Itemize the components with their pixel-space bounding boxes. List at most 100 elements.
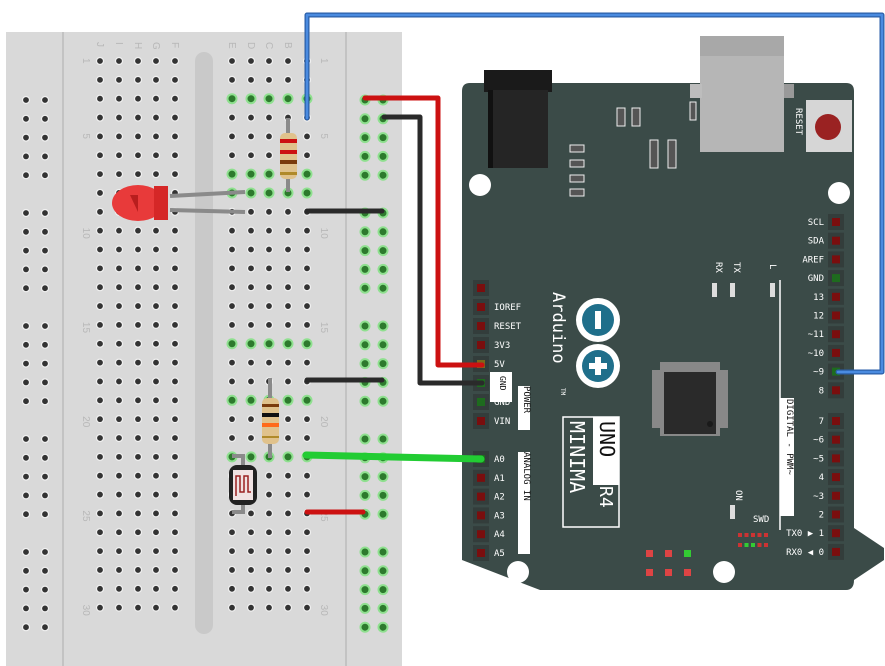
breadboard-hole[interactable] xyxy=(246,528,256,537)
led-resistor[interactable] xyxy=(280,118,297,192)
breadboard-hole[interactable] xyxy=(170,170,180,179)
breadboard-hole[interactable] xyxy=(283,56,293,66)
breadboard-hole[interactable] xyxy=(246,75,256,84)
pin-socket[interactable] xyxy=(477,398,485,406)
breadboard-hole[interactable] xyxy=(114,415,124,424)
breadboard-hole[interactable] xyxy=(359,113,371,125)
breadboard-hole[interactable] xyxy=(263,168,275,180)
breadboard-hole[interactable] xyxy=(359,132,371,144)
breadboard-hole[interactable] xyxy=(133,56,143,66)
breadboard-hole[interactable] xyxy=(246,584,256,593)
breadboard-hole[interactable] xyxy=(377,565,389,577)
breadboard-hole[interactable] xyxy=(21,340,31,349)
breadboard-hole[interactable] xyxy=(302,245,312,254)
breadboard-hole[interactable] xyxy=(283,283,293,292)
breadboard-hole[interactable] xyxy=(226,168,238,180)
led[interactable] xyxy=(112,185,246,221)
breadboard-hole[interactable] xyxy=(95,452,105,461)
breadboard-hole[interactable] xyxy=(114,490,124,499)
breadboard-hole[interactable] xyxy=(133,339,143,348)
breadboard-hole[interactable] xyxy=(95,565,105,575)
breadboard-hole[interactable] xyxy=(170,471,180,480)
breadboard-hole[interactable] xyxy=(283,603,293,612)
breadboard-hole[interactable] xyxy=(40,547,50,557)
breadboard-hole[interactable] xyxy=(227,433,237,443)
breadboard-hole[interactable] xyxy=(95,151,105,160)
breadboard-hole[interactable] xyxy=(114,471,124,480)
breadboard-hole[interactable] xyxy=(264,320,274,329)
pin-socket[interactable] xyxy=(832,547,840,556)
breadboard-hole[interactable] xyxy=(359,339,371,351)
pin-socket[interactable] xyxy=(832,529,840,538)
breadboard-hole[interactable] xyxy=(40,604,50,613)
breadboard-hole[interactable] xyxy=(302,565,312,575)
breadboard-hole[interactable] xyxy=(359,433,371,445)
breadboard-hole[interactable] xyxy=(114,75,124,84)
breadboard-hole[interactable] xyxy=(151,509,161,518)
breadboard-hole[interactable] xyxy=(359,489,371,501)
breadboard-hole[interactable] xyxy=(170,358,180,367)
ldr-resistor[interactable] xyxy=(262,378,279,458)
breadboard-hole[interactable] xyxy=(302,546,312,556)
pin-socket[interactable] xyxy=(832,255,840,264)
breadboard-hole[interactable] xyxy=(151,546,161,556)
breadboard-hole[interactable] xyxy=(264,207,274,216)
breadboard-hole[interactable] xyxy=(264,490,274,499)
pin-socket[interactable] xyxy=(832,292,840,301)
breadboard-hole[interactable] xyxy=(170,320,180,329)
breadboard-hole[interactable] xyxy=(151,245,161,254)
breadboard-hole[interactable] xyxy=(40,359,50,368)
breadboard-hole[interactable] xyxy=(246,565,256,575)
breadboard-hole[interactable] xyxy=(263,187,275,199)
breadboard-hole[interactable] xyxy=(133,151,143,160)
breadboard-hole[interactable] xyxy=(302,320,312,329)
breadboard-hole[interactable] xyxy=(114,94,124,103)
breadboard-hole[interactable] xyxy=(227,565,237,575)
breadboard-hole[interactable] xyxy=(170,396,180,405)
breadboard-hole[interactable] xyxy=(283,75,293,84)
breadboard-hole[interactable] xyxy=(114,226,124,235)
breadboard-hole[interactable] xyxy=(40,585,50,594)
breadboard-hole[interactable] xyxy=(377,320,389,332)
breadboard-hole[interactable] xyxy=(377,471,389,483)
breadboard-hole[interactable] xyxy=(282,451,294,463)
breadboard-hole[interactable] xyxy=(283,207,293,216)
breadboard-hole[interactable] xyxy=(21,114,31,123)
breadboard-hole[interactable] xyxy=(264,546,274,556)
breadboard-hole[interactable] xyxy=(359,565,371,577)
breadboard-hole[interactable] xyxy=(151,301,161,311)
breadboard-hole[interactable] xyxy=(95,546,105,556)
breadboard-hole[interactable] xyxy=(95,584,105,593)
breadboard-hole[interactable] xyxy=(114,377,124,386)
breadboard-hole[interactable] xyxy=(151,339,161,348)
breadboard-hole[interactable] xyxy=(283,226,293,235)
breadboard-hole[interactable] xyxy=(21,397,31,406)
breadboard-hole[interactable] xyxy=(377,169,389,181)
breadboard-hole[interactable] xyxy=(95,170,105,179)
pin-socket[interactable] xyxy=(832,417,840,425)
breadboard-hole[interactable] xyxy=(227,603,237,612)
breadboard-hole[interactable] xyxy=(133,320,143,329)
breadboard-hole[interactable] xyxy=(170,75,180,84)
breadboard-hole[interactable] xyxy=(133,415,143,424)
pin-socket[interactable] xyxy=(832,510,840,519)
breadboard-hole[interactable] xyxy=(40,566,50,575)
breadboard-hole[interactable] xyxy=(359,226,371,238)
breadboard-hole[interactable] xyxy=(170,377,180,386)
breadboard-hole[interactable] xyxy=(246,245,256,254)
pin-socket[interactable] xyxy=(477,341,485,349)
pin-socket[interactable] xyxy=(832,386,840,395)
breadboard-hole[interactable] xyxy=(40,208,50,218)
breadboard-hole[interactable] xyxy=(283,565,293,575)
breadboard-hole[interactable] xyxy=(40,434,50,444)
breadboard-hole[interactable] xyxy=(40,246,50,255)
breadboard-hole[interactable] xyxy=(377,489,389,501)
breadboard-hole[interactable] xyxy=(95,415,105,424)
breadboard-hole[interactable] xyxy=(302,471,312,480)
breadboard-hole[interactable] xyxy=(21,585,31,594)
breadboard-hole[interactable] xyxy=(21,208,31,218)
breadboard-hole[interactable] xyxy=(95,226,105,235)
pin-socket[interactable] xyxy=(832,236,840,245)
breadboard-hole[interactable] xyxy=(283,509,293,518)
breadboard-hole[interactable] xyxy=(170,264,180,273)
